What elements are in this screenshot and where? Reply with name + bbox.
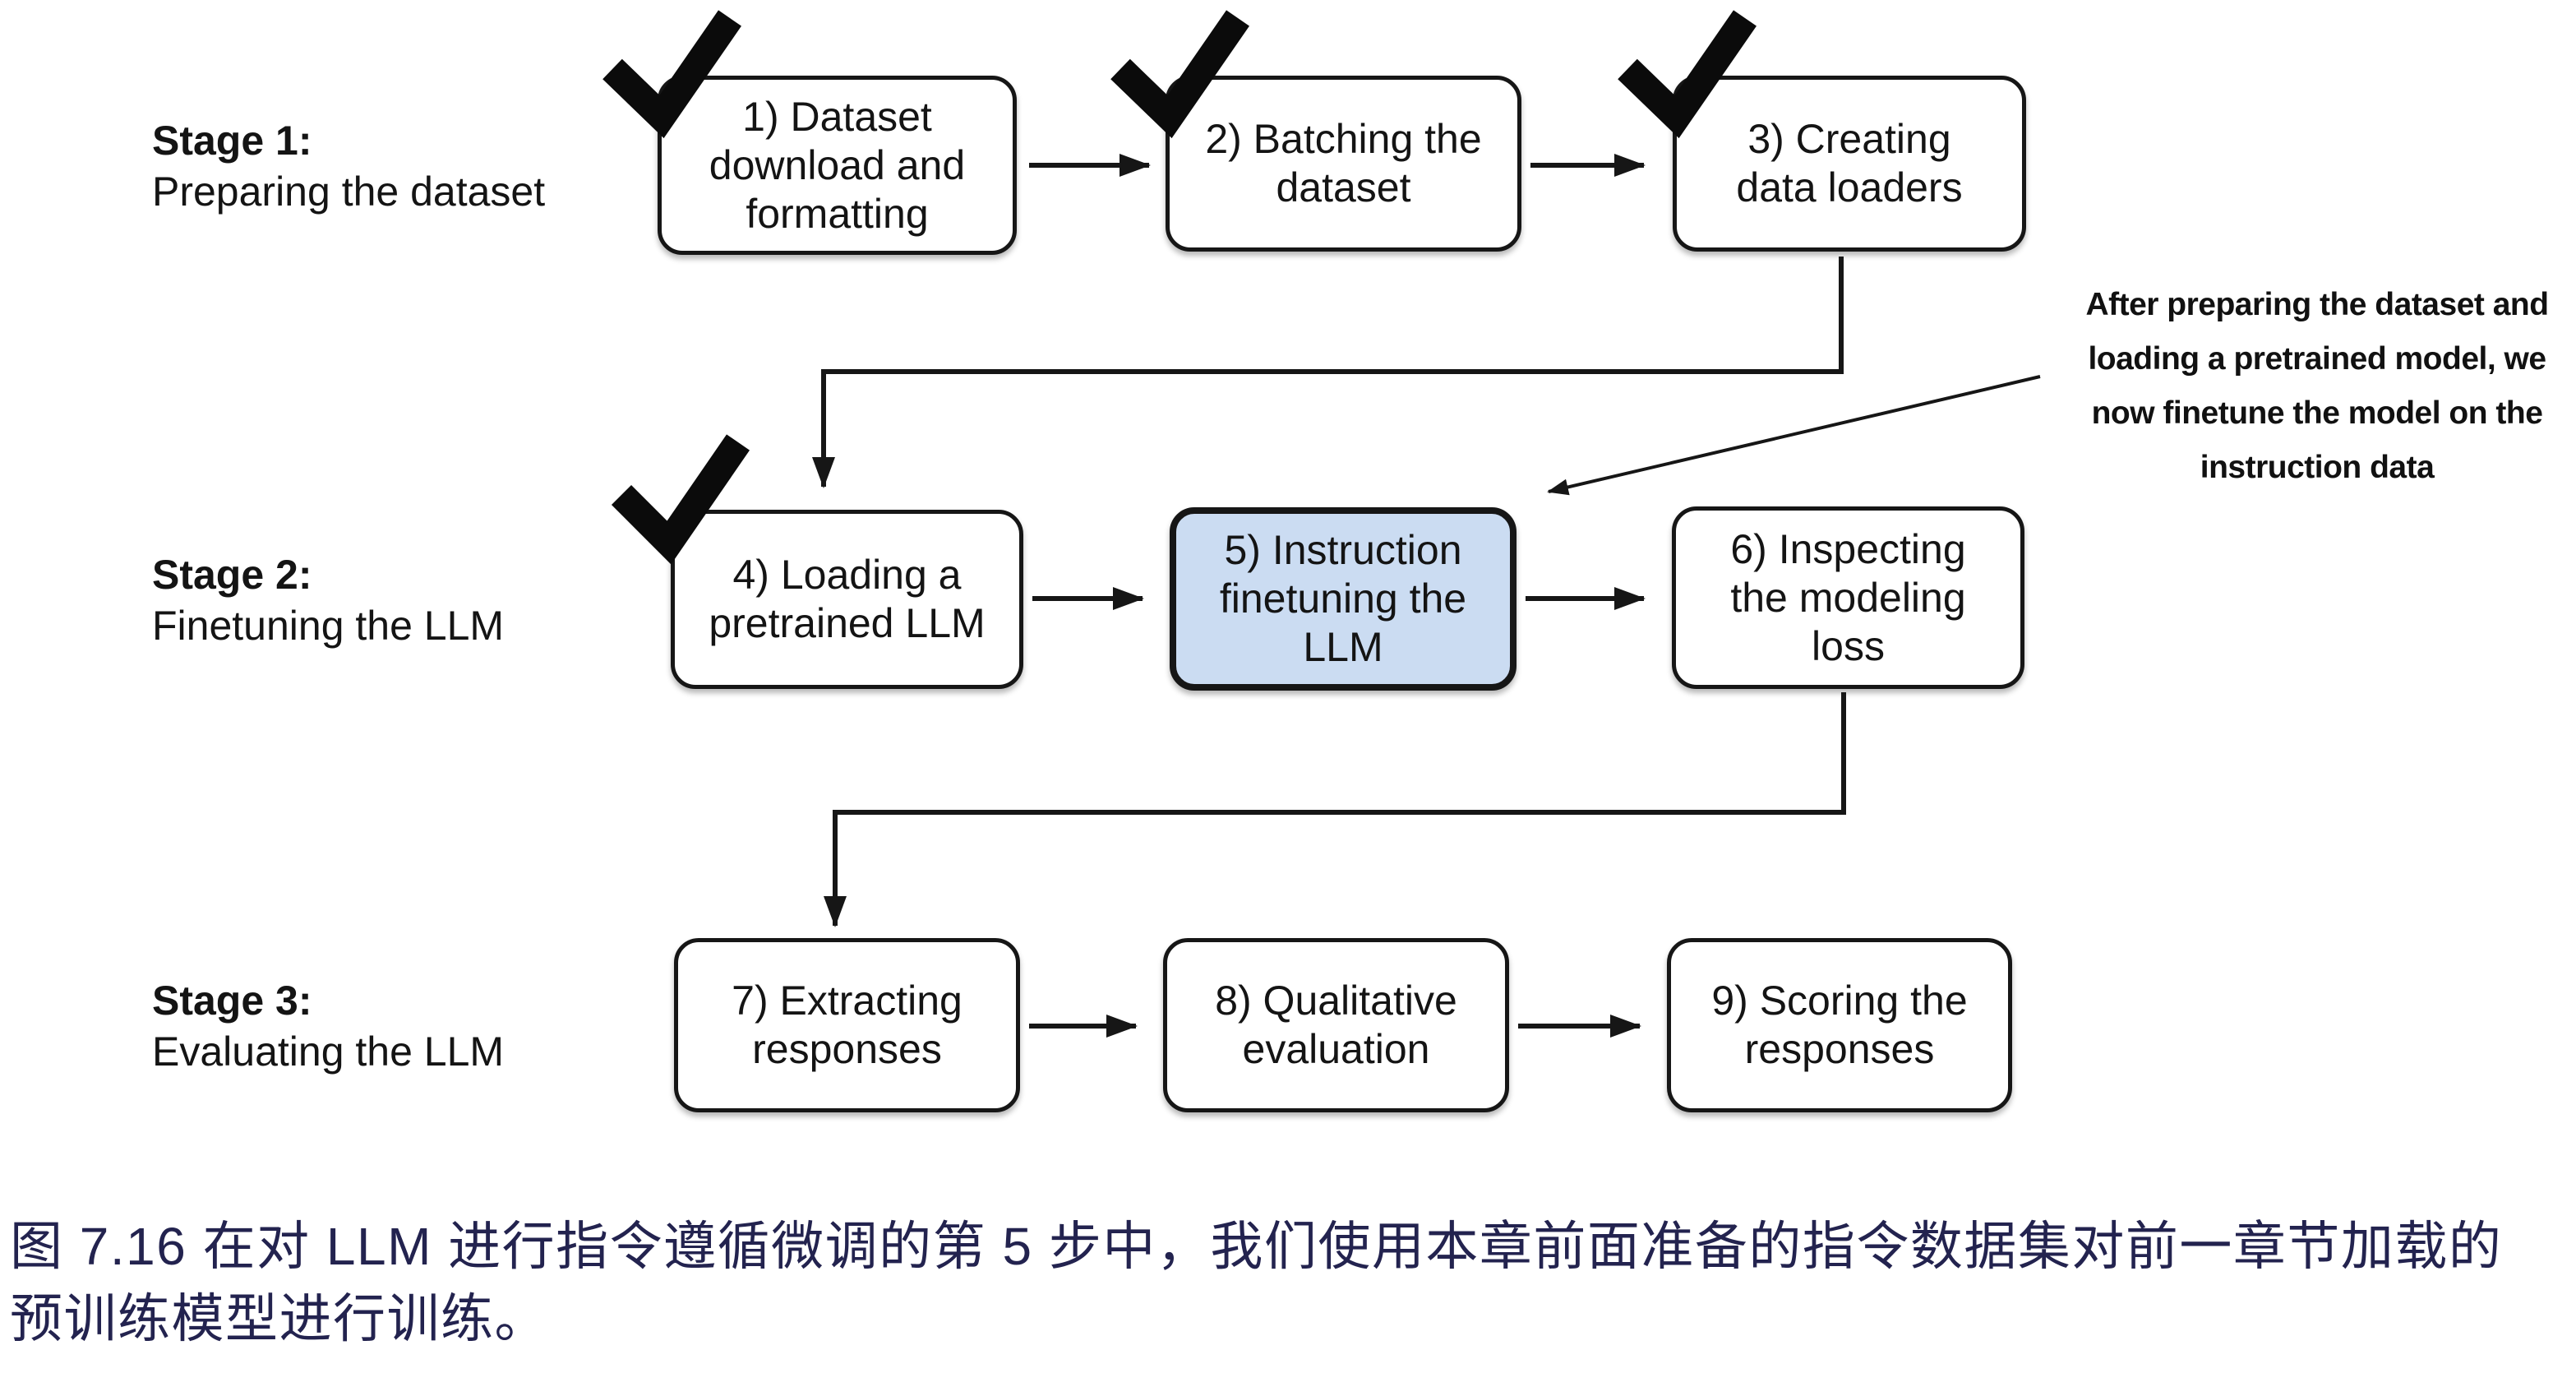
stage-1-subtitle: Preparing the dataset — [152, 169, 546, 215]
flow-box-6-inspecting-loss: 6) Inspecting the modeling loss — [1672, 506, 2024, 689]
flow-box-4-loading-pretrained-llm: 4) Loading a pretrained LLM — [671, 510, 1023, 689]
stage-3-title: Stage 3: — [152, 978, 312, 1024]
stage-3-subtitle: Evaluating the LLM — [152, 1029, 505, 1075]
annotation-note: After preparing the dataset and loading … — [2085, 287, 2549, 485]
flow-box-9-scoring-responses: 9) Scoring the responses — [1667, 938, 2012, 1112]
stage-1-title: Stage 1: — [152, 118, 312, 164]
connector-box3-box4 — [812, 257, 1844, 488]
stage-1-label: Stage 1: Preparing the dataset — [152, 115, 545, 217]
stage-3-label: Stage 3: Evaluating the LLM — [152, 975, 504, 1077]
connector-box6-box7 — [824, 692, 1846, 927]
flow-box-3-creating-data-loaders: 3) Creating data loaders — [1673, 76, 2026, 252]
flow-box-8-qualitative-evaluation: 8) Qualitative evaluation — [1163, 938, 1509, 1112]
stage-2-title: Stage 2: — [152, 552, 312, 598]
figure-caption: 图 7.16 在对 LLM 进行指令遵循微调的第 5 步中，我们使用本章前面准备… — [10, 1217, 2503, 1348]
stage-2-subtitle: Finetuning the LLM — [152, 603, 505, 649]
flow-box-1-dataset-download: 1) Dataset download and formatting — [658, 76, 1017, 255]
flow-box-7-extracting-responses: 7) Extracting responses — [674, 938, 1020, 1112]
stage-2-label: Stage 2: Finetuning the LLM — [152, 549, 504, 651]
flow-box-5-instruction-finetuning: 5) Instruction finetuning the LLM — [1170, 507, 1517, 691]
flow-box-2-batching-dataset: 2) Batching the dataset — [1166, 76, 1521, 252]
annotation-arrow — [1547, 375, 2041, 496]
